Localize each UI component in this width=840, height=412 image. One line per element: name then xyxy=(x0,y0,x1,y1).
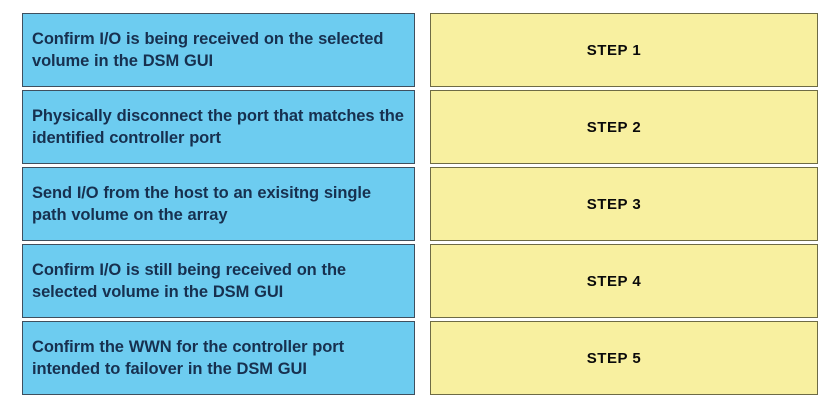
step-cell-5[interactable]: STEP 5 xyxy=(430,321,818,395)
description-text-3: Send I/O from the host to an exisitng si… xyxy=(32,183,371,224)
description-column: Confirm I/O is being received on the sel… xyxy=(22,13,415,395)
description-text-5: Confirm the WWN for the controller port … xyxy=(32,337,344,378)
description-text-4: Confirm I/O is still being received on t… xyxy=(32,260,346,301)
step-cell-1[interactable]: STEP 1 xyxy=(430,13,818,87)
description-text-2: Physically disconnect the port that matc… xyxy=(32,106,404,147)
step-column: STEP 1 STEP 2 STEP 3 STEP 4 STEP 5 xyxy=(430,13,818,395)
description-cell-1[interactable]: Confirm I/O is being received on the sel… xyxy=(22,13,415,87)
step-cell-3[interactable]: STEP 3 xyxy=(430,167,818,241)
description-cell-2[interactable]: Physically disconnect the port that matc… xyxy=(22,90,415,164)
description-text-1: Confirm I/O is being received on the sel… xyxy=(32,29,384,70)
step-cell-2[interactable]: STEP 2 xyxy=(430,90,818,164)
description-cell-3[interactable]: Send I/O from the host to an exisitng si… xyxy=(22,167,415,241)
step-label-3: STEP 3 xyxy=(586,195,642,213)
step-cell-4[interactable]: STEP 4 xyxy=(430,244,818,318)
step-label-1: STEP 1 xyxy=(586,41,642,59)
description-cell-5[interactable]: Confirm the WWN for the controller port … xyxy=(22,321,415,395)
description-cell-4[interactable]: Confirm I/O is still being received on t… xyxy=(22,244,415,318)
step-label-2: STEP 2 xyxy=(586,118,642,136)
step-label-5: STEP 5 xyxy=(586,349,642,367)
step-label-4: STEP 4 xyxy=(586,272,642,290)
